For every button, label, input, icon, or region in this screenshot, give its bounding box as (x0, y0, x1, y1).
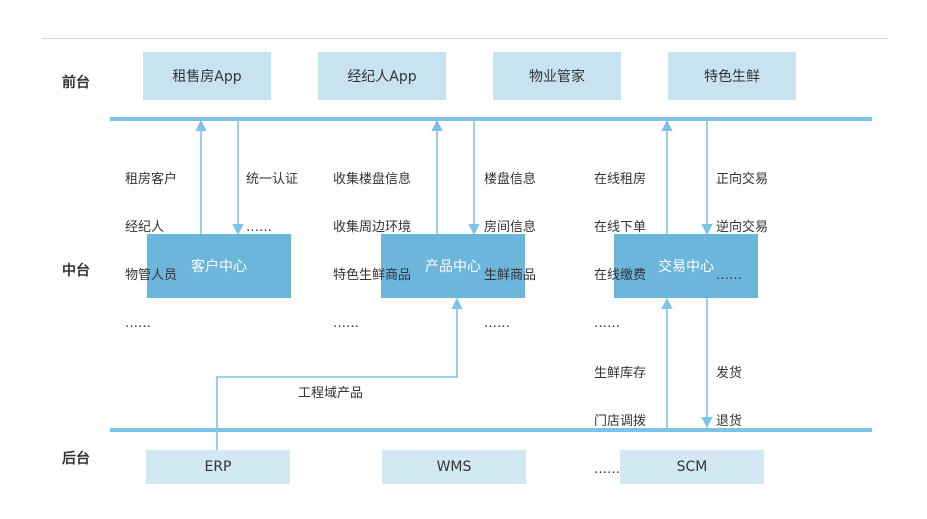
note-line: 生鲜库存 (594, 366, 647, 381)
note-line: 退货 (716, 414, 743, 429)
arrow-erp-to-product (216, 297, 463, 455)
note-line: 收集周边环境 (333, 220, 412, 235)
back-system-scm: SCM (620, 450, 764, 484)
note-product-down: 楼盘信息 房间信息 生鲜商品 …… (484, 140, 536, 364)
note-line: 门店调拨 (594, 414, 647, 429)
note-line: …… (716, 268, 742, 283)
note-line: …… (125, 316, 151, 331)
note-line: 房间信息 (484, 220, 537, 235)
note-line: 在线缴费 (594, 268, 647, 283)
note-line: …… (333, 316, 359, 331)
layer-label-back: 后台 (62, 451, 90, 467)
front-app-property: 物业管家 (493, 52, 621, 100)
note-product-up: 收集楼盘信息 收集周边环境 特色生鲜商品 …… (333, 140, 411, 364)
note-trade-to-back: 发货 退货 (716, 334, 742, 462)
note-line: 经纪人 (125, 220, 165, 235)
front-app-fresh: 特色生鲜 (668, 52, 796, 100)
front-app-agent: 经纪人App (318, 52, 446, 100)
layer-label-middle: 中台 (62, 263, 90, 279)
note-erp-to-product: 工程域产品 (298, 354, 363, 434)
note-trade-up: 在线租房 在线下单 在线缴费 …… (594, 140, 646, 364)
note-line: 逆向交易 (716, 220, 769, 235)
note-trade-from-back: 生鲜库存 门店调拨 …… (594, 334, 646, 510)
note-line: 发货 (716, 366, 743, 381)
note-line: …… (594, 316, 620, 331)
center-customer: 客户中心 (147, 234, 291, 298)
back-system-erp: ERP (146, 450, 290, 484)
front-bus-line (110, 117, 872, 121)
note-line: …… (594, 462, 620, 477)
note-line: 收集楼盘信息 (333, 172, 412, 187)
note-line: …… (484, 316, 510, 331)
top-divider (42, 38, 888, 39)
back-system-wms: WMS (382, 450, 526, 484)
note-customer-up: 租房客户 经纪人 物管人员 …… (125, 140, 177, 364)
center-trade: 交易中心 (614, 234, 758, 298)
note-line: 楼盘信息 (484, 172, 537, 187)
note-line: 在线下单 (594, 220, 647, 235)
back-bus-line (110, 428, 872, 432)
note-line: 在线租房 (594, 172, 647, 187)
note-line: 正向交易 (716, 172, 769, 187)
note-trade-down: 正向交易 逆向交易 …… (716, 140, 768, 316)
front-app-rental: 租售房App (143, 52, 271, 100)
note-line: 租房客户 (125, 172, 178, 187)
note-line: 统一认证 (246, 172, 299, 187)
note-line: 工程域产品 (298, 386, 364, 401)
note-line: …… (246, 220, 272, 235)
note-customer-down: 统一认证 …… (246, 140, 298, 268)
note-line: 特色生鲜商品 (333, 268, 412, 283)
note-line: 生鲜商品 (484, 268, 537, 283)
layer-label-front: 前台 (62, 75, 90, 91)
center-product: 产品中心 (381, 234, 525, 298)
note-line: 物管人员 (125, 268, 178, 283)
